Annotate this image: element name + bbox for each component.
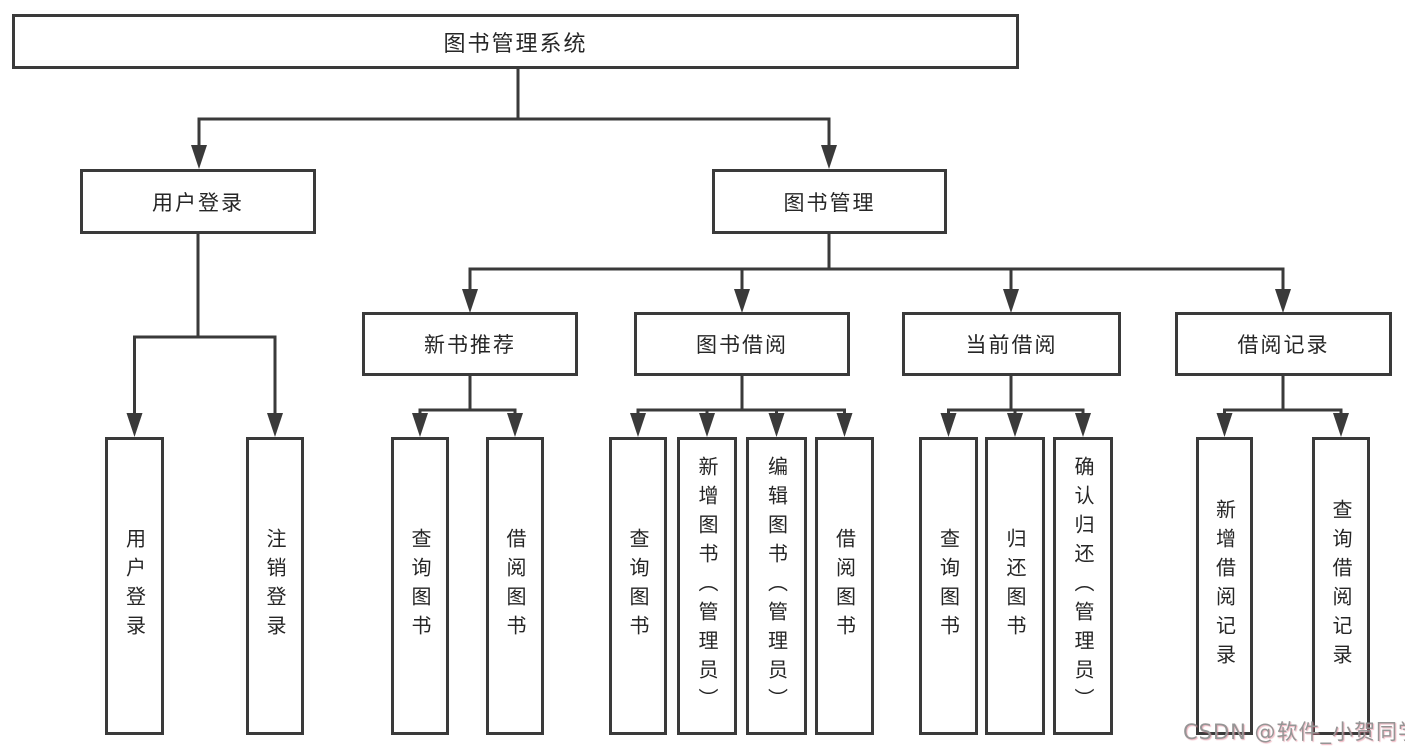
connector-borrow-records-to-leaves xyxy=(1223,374,1343,420)
leaf-nbr-query-books: 查询图书 xyxy=(391,437,449,735)
node-book-borrowing: 图书借阅 xyxy=(634,312,850,376)
leaf-bb-add-books-admin: 新增图书（管理员） xyxy=(677,437,737,735)
csdn-watermark: CSDN @软件_小贺同学 xyxy=(1183,720,1405,744)
leaf-cb-confirm-return-admin: 确认归还（管理员） xyxy=(1053,437,1113,735)
leaf-cb-return-books: 归还图书 xyxy=(985,437,1045,735)
connector-root-to-level2 xyxy=(197,67,831,151)
leaf-br-query-record: 查询借阅记录 xyxy=(1312,437,1370,735)
leaf-br-add-record: 新增借阅记录 xyxy=(1196,437,1253,735)
leaf-logout: 注销登录 xyxy=(246,437,304,735)
node-root-system: 图书管理系统 xyxy=(12,14,1019,69)
node-user-login: 用户登录 xyxy=(80,169,316,234)
leaf-cb-query-books: 查询图书 xyxy=(919,437,978,735)
arrowheads xyxy=(126,145,1349,437)
connector-current-borrow-to-leaves xyxy=(947,374,1085,420)
leaf-nbr-borrow-books: 借阅图书 xyxy=(486,437,544,735)
leaf-user-login: 用户登录 xyxy=(105,437,164,735)
node-new-book-recommend: 新书推荐 xyxy=(362,312,578,376)
connector-user-login-to-leaves xyxy=(133,232,277,419)
node-current-borrowing: 当前借阅 xyxy=(902,312,1121,376)
connector-book-borrow-to-leaves xyxy=(636,374,846,420)
leaf-bb-edit-books-admin: 编辑图书（管理员） xyxy=(746,437,807,735)
leaf-bb-borrow-books: 借阅图书 xyxy=(815,437,874,735)
connector-new-book-rec-to-leaves xyxy=(418,374,517,420)
leaf-bb-query-books: 查询图书 xyxy=(609,437,667,735)
connector-book-mgmt-to-level3 xyxy=(468,232,1285,295)
node-book-management: 图书管理 xyxy=(712,169,947,234)
node-borrowing-records: 借阅记录 xyxy=(1175,312,1392,376)
